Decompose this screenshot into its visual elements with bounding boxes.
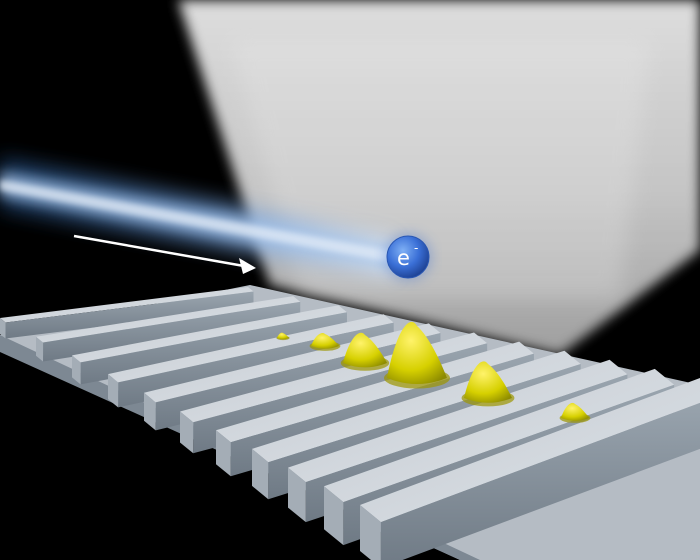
electron: e - bbox=[384, 233, 432, 281]
grating-ridge-top bbox=[108, 314, 394, 383]
wave-packet bbox=[464, 361, 512, 403]
grating-ridge-top bbox=[36, 296, 301, 343]
grating-ridge-top bbox=[216, 341, 534, 443]
grating-ridge-top bbox=[72, 305, 347, 363]
grating-ridge-end bbox=[324, 486, 344, 546]
electron-label: e bbox=[397, 246, 410, 270]
electron-beam bbox=[0, 158, 400, 278]
grating-ridge-end bbox=[72, 355, 81, 385]
grating-ridge-end bbox=[36, 336, 44, 362]
grating-ridge-top bbox=[288, 359, 628, 483]
grating-ridge-top bbox=[0, 287, 254, 323]
grating-ridge-side bbox=[43, 301, 301, 362]
grating-ridge-end bbox=[216, 430, 231, 477]
wave-packet bbox=[561, 402, 589, 421]
grating-ridge-side bbox=[380, 402, 700, 560]
grating-ridge-end bbox=[252, 448, 269, 500]
grating-ridge-end bbox=[0, 318, 6, 339]
grating-ridge-end bbox=[180, 411, 194, 454]
grating-ridge-end bbox=[144, 392, 156, 431]
grating-ridge-top bbox=[360, 378, 700, 523]
grating-ridge-end bbox=[288, 467, 306, 523]
wave-packet bbox=[343, 332, 387, 368]
wave-packet bbox=[311, 333, 339, 349]
wave-packet bbox=[387, 321, 447, 384]
wave-packets bbox=[276, 321, 591, 423]
grating-ridge-end bbox=[360, 505, 381, 560]
grating-ridge-top bbox=[324, 368, 675, 503]
grating-ridge-side bbox=[5, 291, 254, 339]
electron-charge: - bbox=[414, 241, 418, 255]
direction-arrow bbox=[73, 234, 256, 274]
grating-ridge-end bbox=[108, 374, 119, 408]
wave-packet bbox=[277, 332, 289, 340]
